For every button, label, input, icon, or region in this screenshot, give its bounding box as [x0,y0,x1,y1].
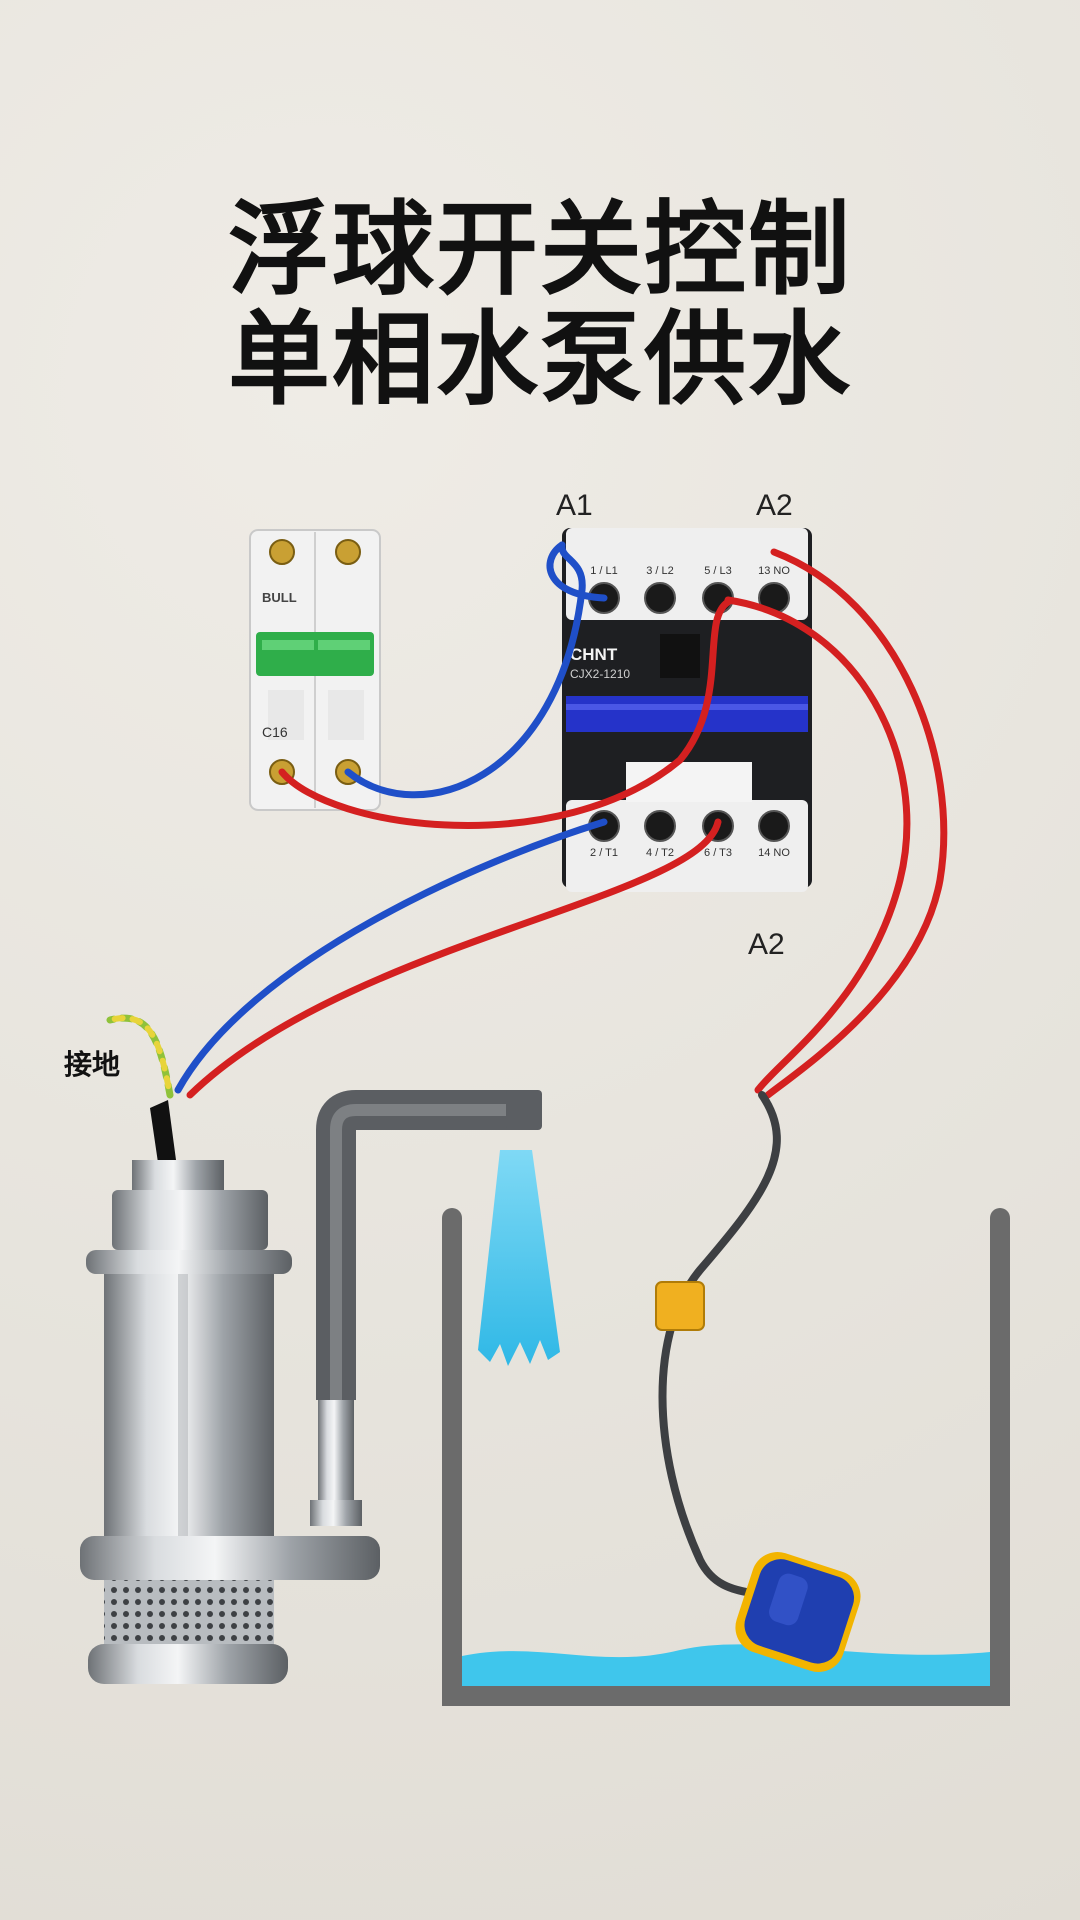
title-line-2: 单相水泵供水 [228,301,852,420]
wire-t3-to-pump [186,818,722,1099]
contactor-bottom-terminal-label-2: 4 / T2 [646,847,674,859]
contactor-bottom-terminal-label-1: 2 / T1 [590,847,618,859]
wire-live-breaker-to-l3 [278,598,732,829]
contactor-top-terminal-screw-2 [644,582,676,614]
breaker-top-screw-left [269,539,295,565]
circuit-breaker [249,529,381,811]
contactor-brand: CHNT [570,645,618,664]
pump-intake-strainer [104,1580,274,1650]
wire-ground-stripe [107,1015,173,1098]
label-a1-top: A1 [556,489,593,522]
contactor-top-terminal-label-4: 13 NO [758,565,790,577]
contactor-bottom-terminal-label-3: 6 / T3 [704,847,732,859]
contactor-bottom-terminals: 2 / T1 4 / T2 6 / T3 14 NO [588,810,790,859]
contactor-bottom-terminal-screw-4 [758,810,790,842]
title-line-1: 浮球开关控制 [228,191,852,310]
breaker-brand: BULL [262,590,297,605]
submersible-pump [80,1100,380,1684]
float-switch-cable [658,1091,781,1599]
breaker-rating: C16 [262,724,288,740]
pipe-coupling [318,1400,354,1510]
wire-neutral-breaker-to-a1 [344,541,586,799]
float-switch-ball[interactable] [729,1545,868,1679]
float-switch-weight [655,1281,705,1331]
contactor-bottom-terminal-screw-2 [644,810,676,842]
label-a2-side: A2 [748,928,785,961]
contactor-top-terminal-label-2: 3 / L2 [646,565,674,577]
water-stream [478,1150,560,1366]
wire-a1-to-l1 [546,541,608,602]
contactor-top-terminal-label-3: 5 / L3 [704,565,732,577]
contactor-model: CJX2-1210 [570,667,630,681]
label-a2-top: A2 [756,489,793,522]
wire-l3-to-float [724,596,911,1094]
breaker-toggle[interactable] [256,632,374,676]
wire-a2-to-float [764,548,948,1099]
contactor-top-terminal-label-1: 1 / L1 [590,565,618,577]
wire-t1-to-pump [174,818,608,1094]
water-tank [442,1208,1010,1706]
breaker-top-screw-right [335,539,361,565]
label-ground: 接地 [64,1049,120,1080]
contactor-bottom-terminal-label-4: 14 NO [758,847,790,859]
tank-water [462,1644,990,1686]
